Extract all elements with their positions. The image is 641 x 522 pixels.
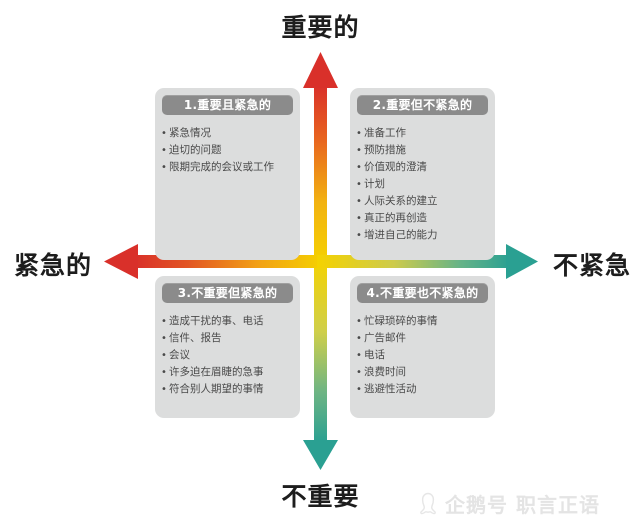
quadrant-important-urgent: 1.重要且紧急的 紧急情况 迫切的问题 限期完成的会议或工作 — [155, 88, 300, 260]
list-item: 准备工作 — [356, 125, 487, 142]
list-item: 价值观的澄清 — [356, 159, 487, 176]
list-item: 电话 — [356, 347, 487, 364]
quadrant-3-list: 造成干扰的事、电话 信件、报告 会议 许多迫在眉睫的急事 符合别人期望的事情 — [155, 313, 300, 398]
list-item: 符合别人期望的事情 — [161, 381, 292, 398]
quadrant-2-title: 2.重要但不紧急的 — [357, 95, 488, 115]
quadrant-4-title: 4.不重要也不紧急的 — [357, 283, 488, 303]
axis-label-urgent: 紧急的 — [14, 251, 93, 280]
axis-label-not-urgent: 不紧急 — [552, 251, 631, 280]
list-item: 造成干扰的事、电话 — [161, 313, 292, 330]
quadrant-not-important-urgent: 3.不重要但紧急的 造成干扰的事、电话 信件、报告 会议 许多迫在眉睫的急事 符… — [155, 276, 300, 418]
list-item: 浪费时间 — [356, 364, 487, 381]
list-item: 信件、报告 — [161, 330, 292, 347]
list-item: 预防措施 — [356, 142, 487, 159]
list-item: 广告邮件 — [356, 330, 487, 347]
arrow-up — [303, 52, 338, 265]
list-item: 人际关系的建立 — [356, 193, 487, 210]
quadrant-2-list: 准备工作 预防措施 价值观的澄清 计划 人际关系的建立 真正的再创造 增进自己的… — [350, 125, 495, 244]
list-item: 紧急情况 — [161, 125, 292, 142]
quadrant-1-title: 1.重要且紧急的 — [162, 95, 293, 115]
arrow-down — [303, 258, 338, 470]
watermark-text: 企鹅号 职言正语 — [445, 493, 600, 517]
watermark: 企鹅号 职言正语 — [418, 489, 600, 518]
quadrant-4-list: 忙碌琐碎的事情 广告邮件 电话 浪费时间 逃避性活动 — [350, 313, 495, 398]
list-item: 真正的再创造 — [356, 210, 487, 227]
axis-label-not-important: 不重要 — [281, 482, 360, 511]
quadrant-important-not-urgent: 2.重要但不紧急的 准备工作 预防措施 价值观的澄清 计划 人际关系的建立 真正… — [350, 88, 495, 260]
list-item: 增进自己的能力 — [356, 227, 487, 244]
list-item: 许多迫在眉睫的急事 — [161, 364, 292, 381]
list-item: 计划 — [356, 176, 487, 193]
quadrant-3-title: 3.不重要但紧急的 — [162, 283, 293, 303]
list-item: 迫切的问题 — [161, 142, 292, 159]
penguin-icon — [420, 492, 436, 514]
quadrant-1-list: 紧急情况 迫切的问题 限期完成的会议或工作 — [155, 125, 300, 176]
list-item: 限期完成的会议或工作 — [161, 159, 292, 176]
axis-label-important: 重要的 — [281, 13, 360, 42]
list-item: 会议 — [161, 347, 292, 364]
list-item: 逃避性活动 — [356, 381, 487, 398]
list-item: 忙碌琐碎的事情 — [356, 313, 487, 330]
quadrant-not-important-not-urgent: 4.不重要也不紧急的 忙碌琐碎的事情 广告邮件 电话 浪费时间 逃避性活动 — [350, 276, 495, 418]
